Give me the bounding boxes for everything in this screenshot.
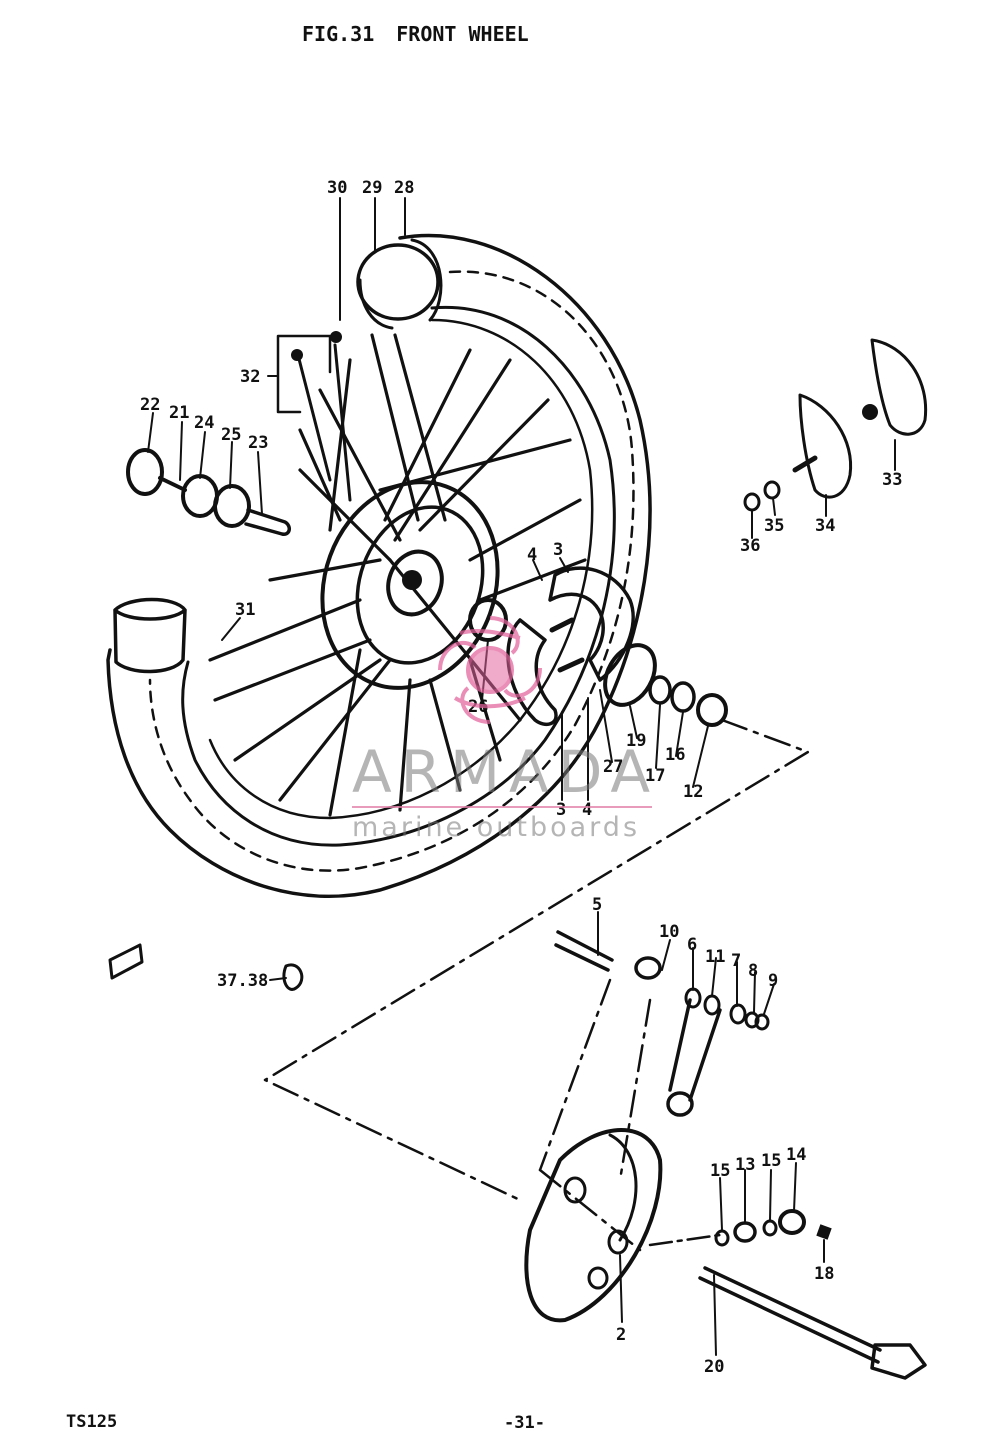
- assembly-reference-line-2: [538, 978, 652, 1182]
- callout-24: 24: [194, 413, 214, 433]
- callout-25: 25: [221, 425, 241, 445]
- left-axle-spacers: [126, 448, 291, 536]
- callout-16: 16: [665, 745, 685, 765]
- callout-33: 33: [882, 470, 902, 490]
- brake-panel-assembly: [108, 930, 927, 1380]
- callout-10: 10: [659, 922, 679, 942]
- callout-11: 11: [705, 947, 725, 967]
- callout-37-38: 37.38: [217, 971, 268, 991]
- tyre-inner-line: [181, 305, 616, 847]
- watermark-subtitle: marine outboards: [352, 812, 641, 843]
- callout-4-lower: 4: [582, 800, 592, 820]
- tube-band-top: [358, 238, 443, 330]
- figure-name: FRONT WHEEL: [396, 22, 529, 46]
- callout-20: 20: [704, 1357, 724, 1377]
- tube-piece-top: [356, 243, 440, 321]
- callout-2: 2: [616, 1325, 626, 1345]
- callout-4-upper: 4: [527, 545, 537, 565]
- callout-28: 28: [394, 178, 414, 198]
- callout-7: 7: [731, 951, 741, 971]
- callout-19: 19: [626, 731, 646, 751]
- callout-labels: 30 29 28 32 22 21 24 25 23 31 3 4 26 27 …: [140, 178, 902, 1377]
- callout-5: 5: [592, 895, 602, 915]
- watermark-brand-name: ARMADA: [352, 738, 660, 806]
- callout-21: 21: [169, 403, 189, 423]
- tyre-outline: [106, 233, 652, 898]
- callout-14: 14: [786, 1145, 806, 1165]
- callout-8: 8: [748, 961, 758, 981]
- callout-22: 22: [140, 395, 160, 415]
- callout-34: 34: [815, 516, 835, 536]
- reflector-assembly: [743, 338, 928, 512]
- callout-18: 18: [814, 1264, 834, 1284]
- callout-3-upper: 3: [553, 540, 563, 560]
- callout-15-left: 15: [710, 1161, 730, 1181]
- callout-15-right: 15: [761, 1151, 781, 1171]
- callout-36: 36: [740, 536, 760, 556]
- callout-17: 17: [645, 766, 665, 786]
- callout-32: 32: [240, 367, 260, 387]
- page-number: -31-: [504, 1413, 545, 1433]
- figure-number: FIG.31: [302, 22, 375, 46]
- callout-27: 27: [603, 757, 623, 777]
- callout-29: 29: [362, 178, 382, 198]
- model-code: TS125: [66, 1412, 118, 1432]
- callout-13: 13: [735, 1155, 755, 1175]
- spoke-nipple: [276, 334, 332, 414]
- rim-line: [208, 318, 594, 820]
- tyre-tread-dashes: [148, 270, 635, 872]
- callout-12: 12: [683, 782, 703, 802]
- callout-23: 23: [248, 433, 268, 453]
- callout-9: 9: [768, 971, 778, 991]
- callout-leaders: [147, 197, 896, 1356]
- figure-title: FIG.31 FRONT WHEEL: [302, 22, 529, 46]
- callout-35: 35: [764, 516, 784, 536]
- armada-flower-logo-icon: [438, 616, 542, 724]
- callout-30: 30: [327, 178, 347, 198]
- callout-3-lower: 3: [556, 800, 566, 820]
- callout-6: 6: [687, 935, 697, 955]
- watermark-divider: [352, 806, 652, 808]
- tube-end-left: [113, 597, 187, 674]
- wheel-assembly: [106, 233, 652, 898]
- callout-31: 31: [235, 600, 255, 620]
